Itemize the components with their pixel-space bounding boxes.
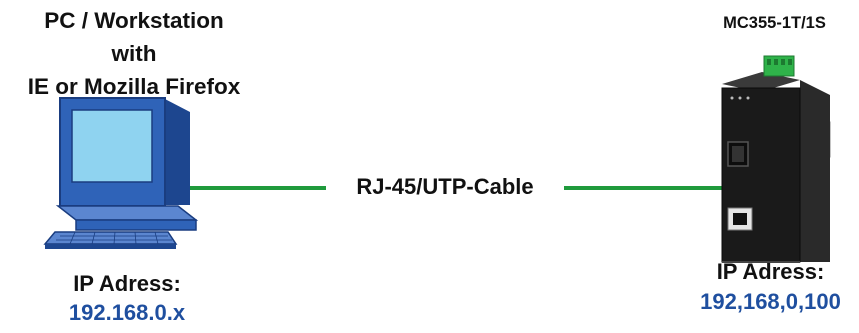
device-model-label: MC355-1T/1S bbox=[723, 14, 826, 32]
cable-label: RJ-45/UTP-Cable bbox=[326, 174, 564, 200]
media-converter-icon bbox=[721, 55, 831, 263]
pc-title-line-3: IE or Mozilla Firefox bbox=[27, 74, 241, 99]
pc-title: PC / Workstation with IE or Mozilla Fire… bbox=[0, 4, 268, 103]
pc-title-line-2: with bbox=[111, 41, 157, 66]
pc-title-line-1: PC / Workstation bbox=[44, 8, 224, 33]
computer-icon bbox=[43, 97, 199, 249]
pc-ip-label: IP Adress: bbox=[73, 271, 181, 296]
pc-ip-value: 192.168.0.x bbox=[68, 300, 186, 325]
device-ip-value: 192,168,0,100 bbox=[700, 289, 841, 314]
device-ip-label: IP Adress: bbox=[716, 259, 825, 284]
